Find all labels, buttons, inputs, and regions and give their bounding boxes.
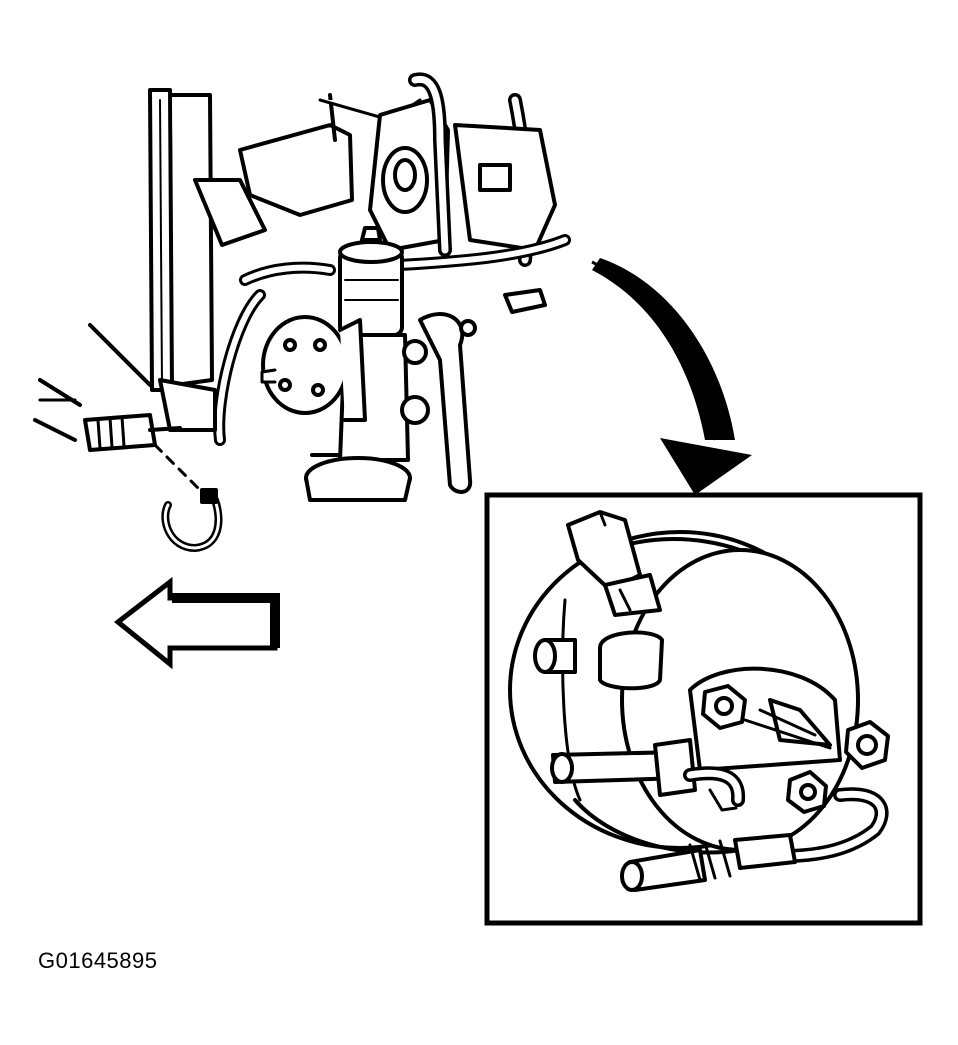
detail-inset [484,492,923,926]
engine-compartment-assembly [33,72,571,552]
callout-arrow-icon [591,258,752,495]
direction-arrow-left-icon [113,576,280,670]
figure-id-label: G01645895 [38,948,158,973]
brake-booster-detail [508,510,890,892]
